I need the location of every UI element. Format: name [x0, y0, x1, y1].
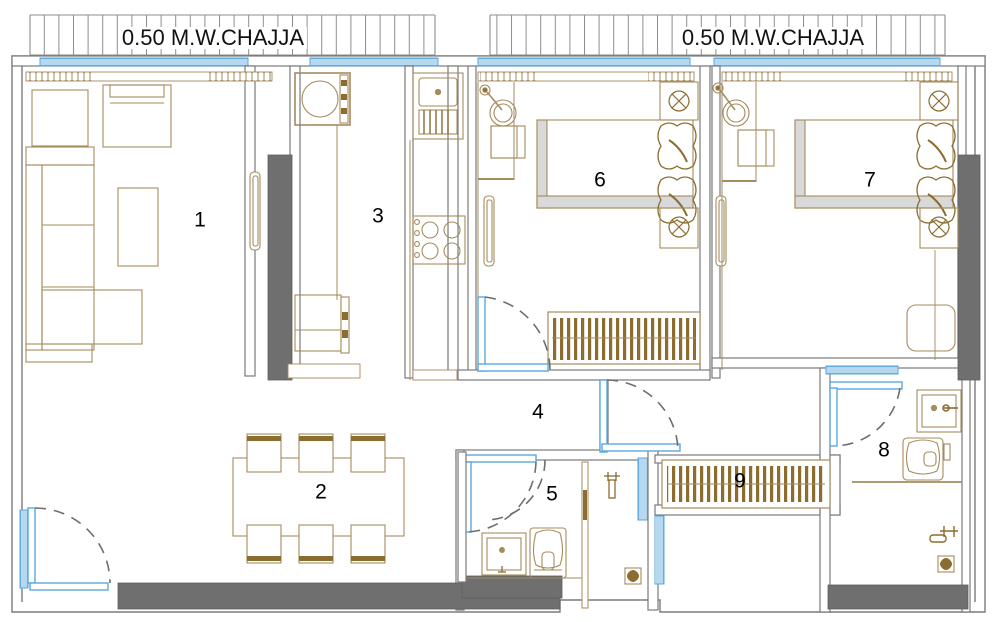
room-9-wardrobe [661, 459, 831, 509]
room-8-toilet [852, 389, 962, 573]
structural-columns [117, 154, 981, 610]
room-2-dining [232, 433, 405, 564]
door-toilet-5 [463, 454, 537, 533]
door-passage-right [599, 379, 681, 453]
room-6-bedroom [477, 71, 701, 370]
door-leaf-bedroom6 [715, 195, 727, 267]
room-5-toilet [464, 461, 642, 609]
sliding-window-bottom-right [825, 365, 899, 375]
window-living-top [39, 57, 249, 67]
chajja-label-right: 0.50 M.W.CHAJJA [678, 27, 868, 49]
outer-walls [11, 55, 986, 613]
room-1-living [25, 71, 273, 363]
column-bottom-right [827, 584, 969, 610]
column-bedroom7 [957, 154, 981, 381]
sliding-window-lower-left [19, 509, 29, 589]
window-bedroom7-top [713, 57, 941, 67]
sliding-window-toilet5-right [637, 457, 648, 521]
window-bedroom6-top [477, 57, 691, 67]
chajja-label-left: 0.50 M.W.CHAJJA [118, 27, 308, 49]
window-kitchen-top [309, 57, 439, 67]
door-leaf-living [249, 171, 261, 251]
sliding-window-lower-mid [654, 515, 665, 585]
door-bedroom-6 [477, 296, 551, 372]
room-3-kitchen [287, 72, 466, 381]
wall-stub-toilet5 [457, 451, 467, 583]
door-toilet-8 [829, 381, 903, 447]
door-main-entry [27, 507, 111, 591]
column-bottom-mid [461, 575, 563, 599]
door-lobby-dining [485, 459, 546, 521]
door-leaf-kitchen [483, 195, 495, 267]
room-7-bedroom [712, 71, 959, 370]
column-living-kitchen [267, 154, 293, 381]
doors [27, 296, 903, 591]
